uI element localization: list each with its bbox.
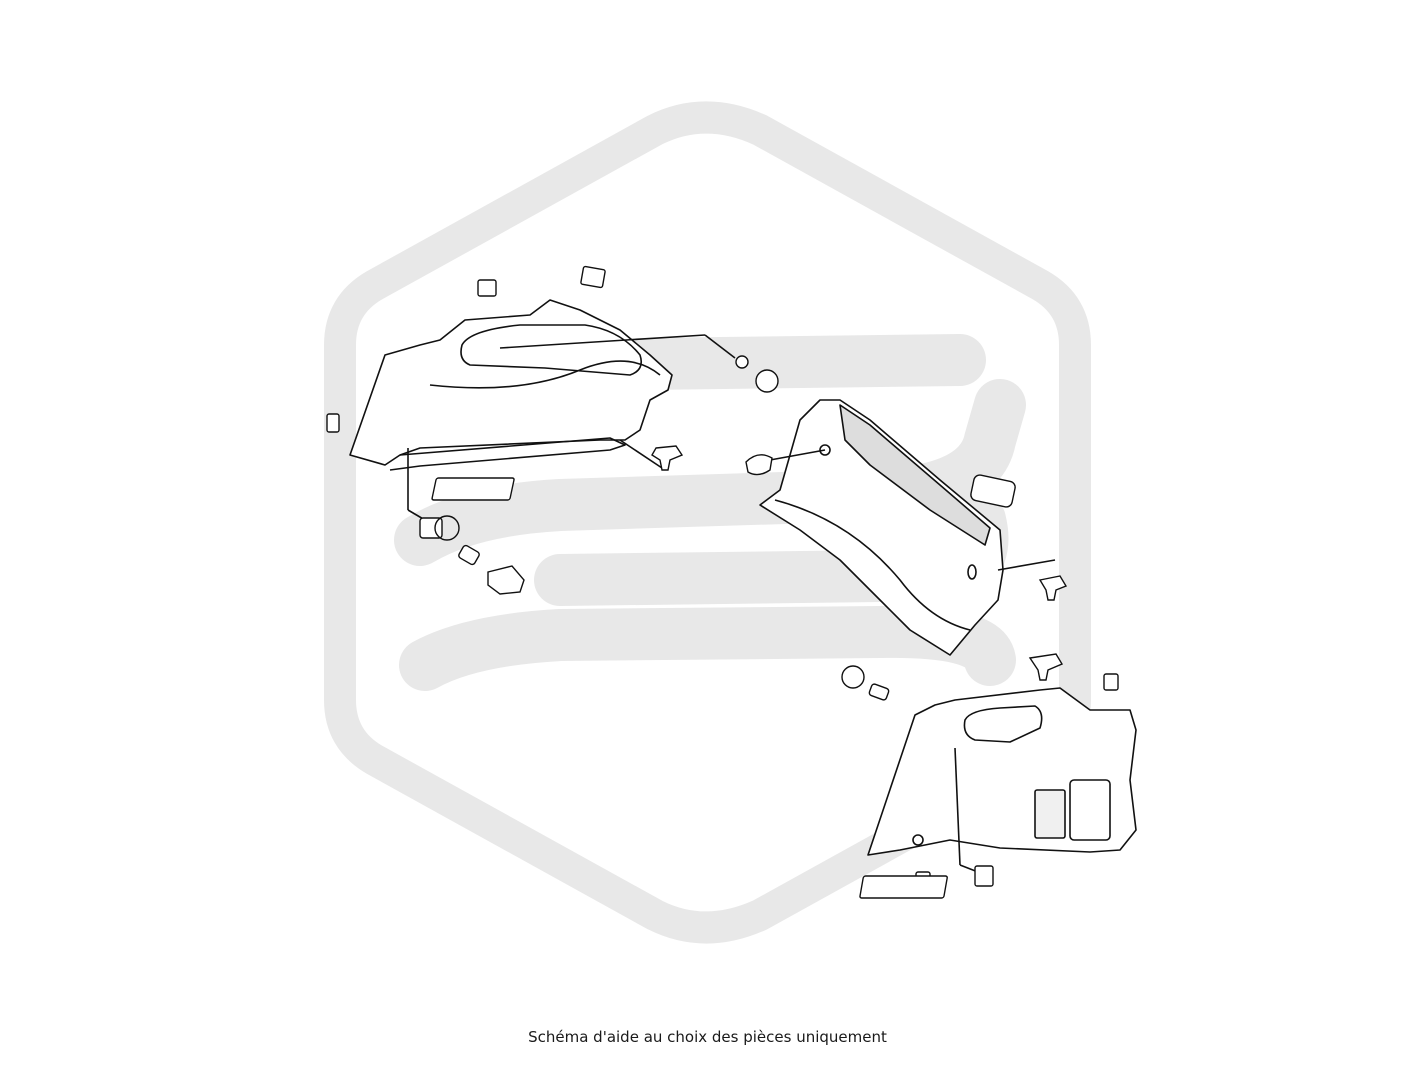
left-trim-panel <box>349 299 736 521</box>
clip-icon <box>970 474 1016 508</box>
foam-pad-icon <box>431 477 515 501</box>
center-panel-groove <box>774 499 971 631</box>
screw-icon <box>868 683 890 701</box>
watermark-stripe-middle <box>394 379 1026 566</box>
left-panel-leader-2 <box>704 334 736 359</box>
clip-icon <box>326 413 340 433</box>
center-small-parts <box>745 454 1119 701</box>
clip-icon <box>1038 575 1068 601</box>
right-panel-body <box>867 687 1137 856</box>
left-panel-leader-1 <box>499 334 706 349</box>
center-panel-rib-band <box>839 404 991 546</box>
left-panel-recess <box>460 324 643 376</box>
cap-icon <box>755 369 779 393</box>
right-panel-leader-1 <box>954 747 961 866</box>
center-panel-leader-2 <box>997 559 1056 571</box>
left-panel-lower-edge <box>389 437 626 471</box>
right-panel-recess <box>963 705 1043 743</box>
clip-icon <box>487 565 525 595</box>
clip-icon <box>651 445 684 471</box>
screw-icon <box>735 355 749 369</box>
left-panel-curve <box>429 360 661 389</box>
right-trim-panel <box>867 687 1137 873</box>
center-panel-leader-1 <box>769 449 826 461</box>
right-small-parts <box>859 865 994 899</box>
diagram-caption: Schéma d'aide au choix des pièces unique… <box>528 1028 887 1046</box>
foam-pad-icon <box>859 875 948 899</box>
watermark-stripe-bottom <box>399 605 1016 691</box>
center-panel-hole <box>967 564 977 580</box>
clip-icon <box>745 454 773 476</box>
center-panel-body <box>759 399 1004 656</box>
right-panel-cutout <box>1034 789 1066 839</box>
left-panel-leader-5 <box>619 439 666 471</box>
clip-icon <box>974 865 994 887</box>
right-panel-lamp-recess <box>1069 779 1111 841</box>
cap-icon <box>841 665 865 689</box>
left-panel-body <box>349 299 673 466</box>
clip-icon <box>477 279 497 297</box>
screw-icon <box>458 544 480 566</box>
watermark-hexagon <box>324 101 1091 944</box>
left-small-parts <box>326 265 779 595</box>
clip-icon <box>1103 673 1119 691</box>
right-panel-hole <box>912 834 924 846</box>
clip-icon <box>580 265 606 289</box>
tie-down-hook-icon <box>419 515 460 541</box>
center-rear-panel <box>759 399 1056 656</box>
clip-icon <box>1028 653 1064 681</box>
